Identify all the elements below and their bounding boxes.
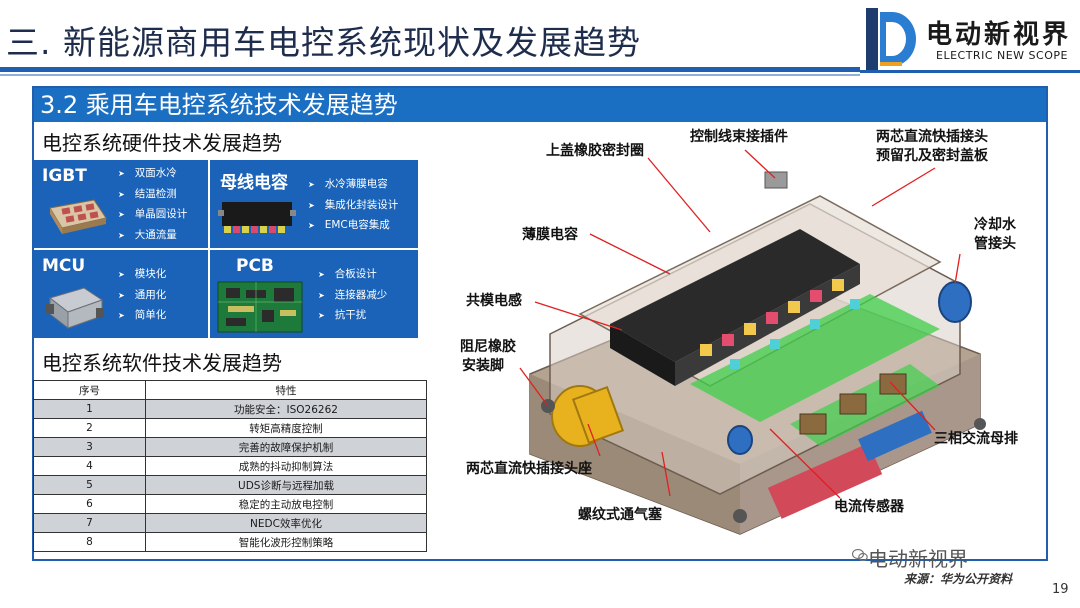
table-cell: 功能安全：ISO26262	[145, 399, 427, 419]
hw-cell-mcu: MCU 模块化 通用化 简单化	[34, 250, 208, 338]
logo-text-en: ELECTRIC NEW SCOPE	[936, 49, 1068, 62]
list-item: EMC电容集成	[308, 215, 398, 236]
list-item: 大通流量	[118, 225, 187, 246]
callout-dc-port-2: 预留孔及密封盖板	[876, 148, 988, 164]
title-rule-thin	[0, 74, 860, 76]
controller-diagram: 控制线束接插件 两芯直流快插接头 预留孔及密封盖板 上盖橡胶密封圈 薄膜电容 冷…	[440, 124, 1040, 558]
list-item: 抗干扰	[318, 305, 387, 326]
watermark: 电动新视界	[868, 547, 968, 571]
logo-text-cn: 电动新视界	[926, 20, 1072, 50]
callout-damper-2: 安装脚	[462, 358, 504, 374]
callout-film-cap: 薄膜电容	[522, 227, 578, 243]
table-cell: 1	[33, 399, 146, 419]
callout-dc-socket: 两芯直流快插接头座	[466, 461, 592, 477]
hw-cell-igbt: IGBT 双面水冷 结温检测 单晶圆设计 大通流量	[34, 160, 208, 248]
hardware-grid: IGBT 双面水冷 结温检测 单晶圆设计 大通流量 母线电容	[34, 160, 418, 338]
pcb-board-icon	[217, 281, 303, 333]
table-cell: 5	[33, 475, 146, 495]
hw-cell-capacitor: 母线电容 水冷薄膜电容 集成化封装设计 EMC电容集成	[210, 160, 418, 248]
callout-coolant-2: 管接头	[974, 236, 1016, 252]
callout-ac-busbar: 三相交流母排	[934, 431, 1018, 447]
list-item: 模块化	[118, 264, 167, 285]
table-cell: NEDC效率优化	[145, 513, 427, 533]
page-number: 19	[1052, 582, 1069, 597]
table-cell: 3	[33, 437, 146, 457]
list-item: 通用化	[118, 285, 167, 306]
hw-cell-pcb: PCB 合板设计 连接器减少 抗干扰	[210, 250, 418, 338]
callout-dc-port: 两芯直流快插接头	[876, 129, 988, 145]
hw-cell-name: IGBT	[42, 166, 87, 186]
table-header-row: 序号 特性	[33, 380, 427, 400]
igbt-module-icon	[49, 199, 107, 234]
wechat-icon	[852, 548, 868, 562]
list-item: 水冷薄膜电容	[308, 174, 398, 195]
table-cell: UDS诊断与远程加载	[145, 475, 427, 495]
title-rule	[0, 67, 860, 72]
hw-cell-name: 母线电容	[220, 173, 288, 193]
table-cell: 6	[33, 494, 146, 514]
source-note: 来源：华为公开资料	[904, 572, 1013, 586]
logo-rule	[860, 70, 1080, 73]
hardware-heading: 电控系统硬件技术发展趋势	[42, 131, 282, 155]
controller-illustration	[519, 149, 986, 535]
mcu-box-icon	[46, 287, 104, 330]
list-item: 集成化封装设计	[308, 195, 399, 216]
column-header: 特性	[145, 380, 427, 400]
section-bar	[34, 88, 1046, 122]
hw-cell-name: MCU	[42, 256, 86, 276]
list-item: 双面水冷	[118, 163, 187, 184]
callout-damper: 阻尼橡胶	[460, 339, 516, 355]
table-cell: 2	[33, 418, 146, 438]
section-title: 3.2 乘用车电控系统技术发展趋势	[40, 91, 398, 119]
table-cell: 稳定的主动放电控制	[145, 494, 427, 514]
table-cell: 完善的故障保护机制	[145, 437, 427, 457]
software-heading: 电控系统软件技术发展趋势	[42, 351, 282, 375]
list-item: 简单化	[118, 305, 167, 326]
column-header: 序号	[33, 380, 146, 400]
table-cell: 成熟的抖动抑制算法	[145, 456, 427, 476]
list-item: 结温检测	[118, 184, 187, 205]
table-cell: 转矩高精度控制	[145, 418, 427, 438]
list-item: 单晶圆设计	[118, 204, 188, 225]
callout-coolant: 冷却水	[974, 217, 1016, 233]
list-item: 合板设计	[318, 264, 387, 285]
brand-logo: 电动新视界 ELECTRIC NEW SCOPE	[866, 8, 1074, 72]
callout-vent: 螺纹式通气塞	[578, 507, 662, 523]
callout-current-sensor: 电流传感器	[834, 499, 904, 515]
table-cell: 7	[33, 513, 146, 533]
callout-cm-choke: 共模电感	[466, 293, 522, 309]
logo-d-icon	[866, 8, 916, 70]
list-item: 连接器减少	[318, 285, 388, 306]
capacitor-module-icon	[218, 202, 296, 233]
table-cell: 8	[33, 532, 146, 552]
table-cell: 智能化波形控制策略	[145, 532, 427, 552]
callout-seal: 上盖橡胶密封圈	[546, 143, 644, 159]
hw-cell-name: PCB	[236, 256, 274, 276]
callout-harness: 控制线束接插件	[690, 129, 788, 145]
page-title: 三. 新能源商用车电控系统现状及发展趋势	[6, 23, 641, 62]
table-cell: 4	[33, 456, 146, 476]
